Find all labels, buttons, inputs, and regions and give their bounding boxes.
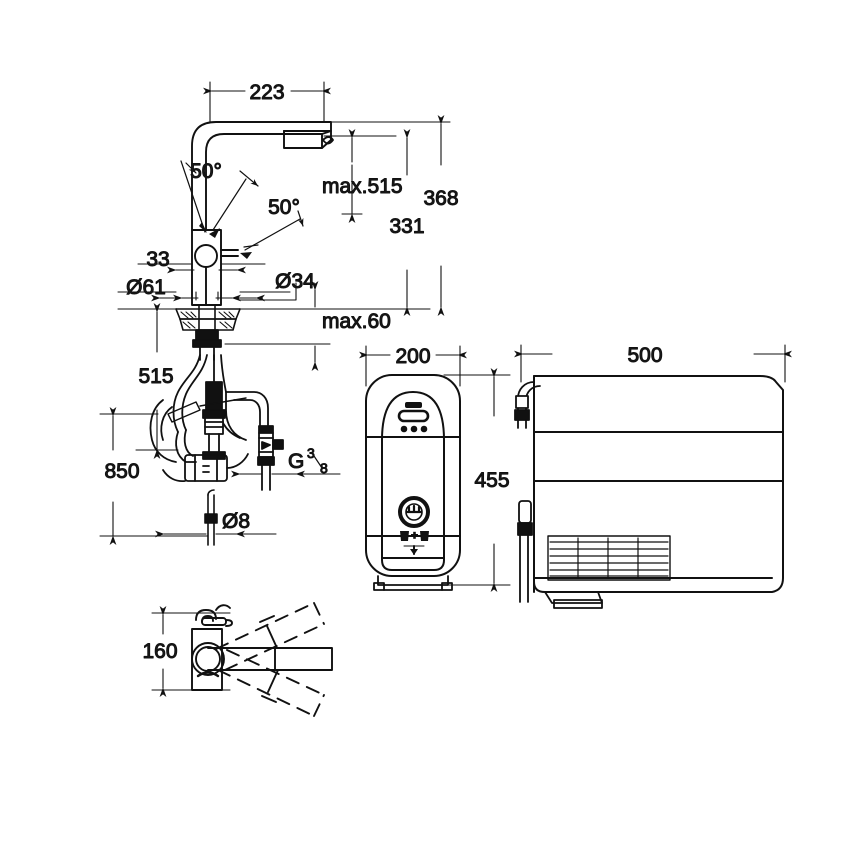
two-glasses-plus-icon (400, 531, 429, 541)
dim-label-max60: max.60 (322, 310, 391, 333)
dim-label-455: 455 (474, 469, 509, 492)
swivel-detail-view: 160 (142, 602, 333, 717)
swivel-faucet-body (191, 604, 233, 691)
dim-33 (137, 263, 266, 274)
angle-leader-lower (240, 210, 304, 259)
cooler-front-feet (373, 575, 453, 591)
cooler-side-body (533, 375, 784, 593)
ventilation-grille (547, 535, 671, 581)
faucet-base-flange (175, 304, 241, 331)
dim-label-223: 223 (249, 81, 284, 104)
dim-cooler-width-200 (359, 345, 467, 387)
dim-label-g-sup: 3 (307, 445, 315, 461)
dim-label-g: G (288, 450, 304, 473)
dim-angle-right (209, 170, 259, 238)
dim-max60 (224, 281, 331, 371)
swivel-range-upper-dashed (215, 602, 325, 671)
dim-cooler-height-455 (443, 368, 511, 592)
dim-515 (117, 303, 179, 459)
swivel-range-lower-dashed (217, 649, 325, 717)
faucet-spout-outline (191, 121, 334, 231)
capillary-tube (204, 489, 218, 546)
dim-label-angle-right: 50° (268, 196, 300, 219)
cooler-front-body (365, 374, 461, 577)
dim-label-angle-left: 50° (190, 160, 222, 183)
lower-outlet-connector (517, 500, 533, 603)
dim-368 (330, 115, 451, 316)
dim-label-515: 515 (138, 365, 173, 388)
dim-label-d61: Ø61 (126, 276, 166, 299)
three-dot-indicator-icon (400, 425, 428, 433)
display-window-icon (397, 409, 430, 423)
dim-max515 (323, 129, 397, 223)
dim-label-368: 368 (423, 187, 458, 210)
dim-spout-reach (203, 81, 331, 123)
dim-label-max515: max.515 (322, 175, 403, 198)
faucet-body (191, 229, 239, 306)
supply-valve-assembly (225, 391, 284, 491)
dim-label-33: 33 (146, 248, 169, 271)
cooler-side-view: 500 (514, 344, 792, 609)
faucet-elevation-view: 223 (99, 81, 459, 546)
swivel-spout-horizontal (207, 647, 333, 671)
dim-label-200: 200 (395, 345, 430, 368)
dim-label-g-sub: 8 (320, 460, 328, 476)
hose-leader-lines (167, 397, 247, 423)
dim-label-d8: Ø8 (222, 510, 250, 533)
dim-label-331: 331 (389, 215, 424, 238)
dim-label-500: 500 (627, 344, 662, 367)
dim-angle-left (180, 160, 207, 233)
dim-diameter-34 (173, 282, 297, 302)
display-panel-icon (405, 402, 422, 408)
upper-inlet-connector (514, 381, 541, 429)
water-drop-icon (403, 545, 425, 555)
fraction-slash (311, 452, 323, 469)
hose-weight (149, 399, 249, 483)
filter-gauge-icon (398, 496, 430, 528)
dim-label-850: 850 (104, 460, 139, 483)
cooler-front-view: 200 (359, 345, 511, 592)
dim-label-160: 160 (142, 640, 177, 663)
dim-label-d34: Ø34 (275, 270, 315, 293)
hose-cartridge (202, 381, 226, 460)
dim-850 (99, 407, 209, 545)
cooler-side-base-foot (544, 591, 603, 609)
dim-cooler-depth-500 (514, 344, 792, 383)
